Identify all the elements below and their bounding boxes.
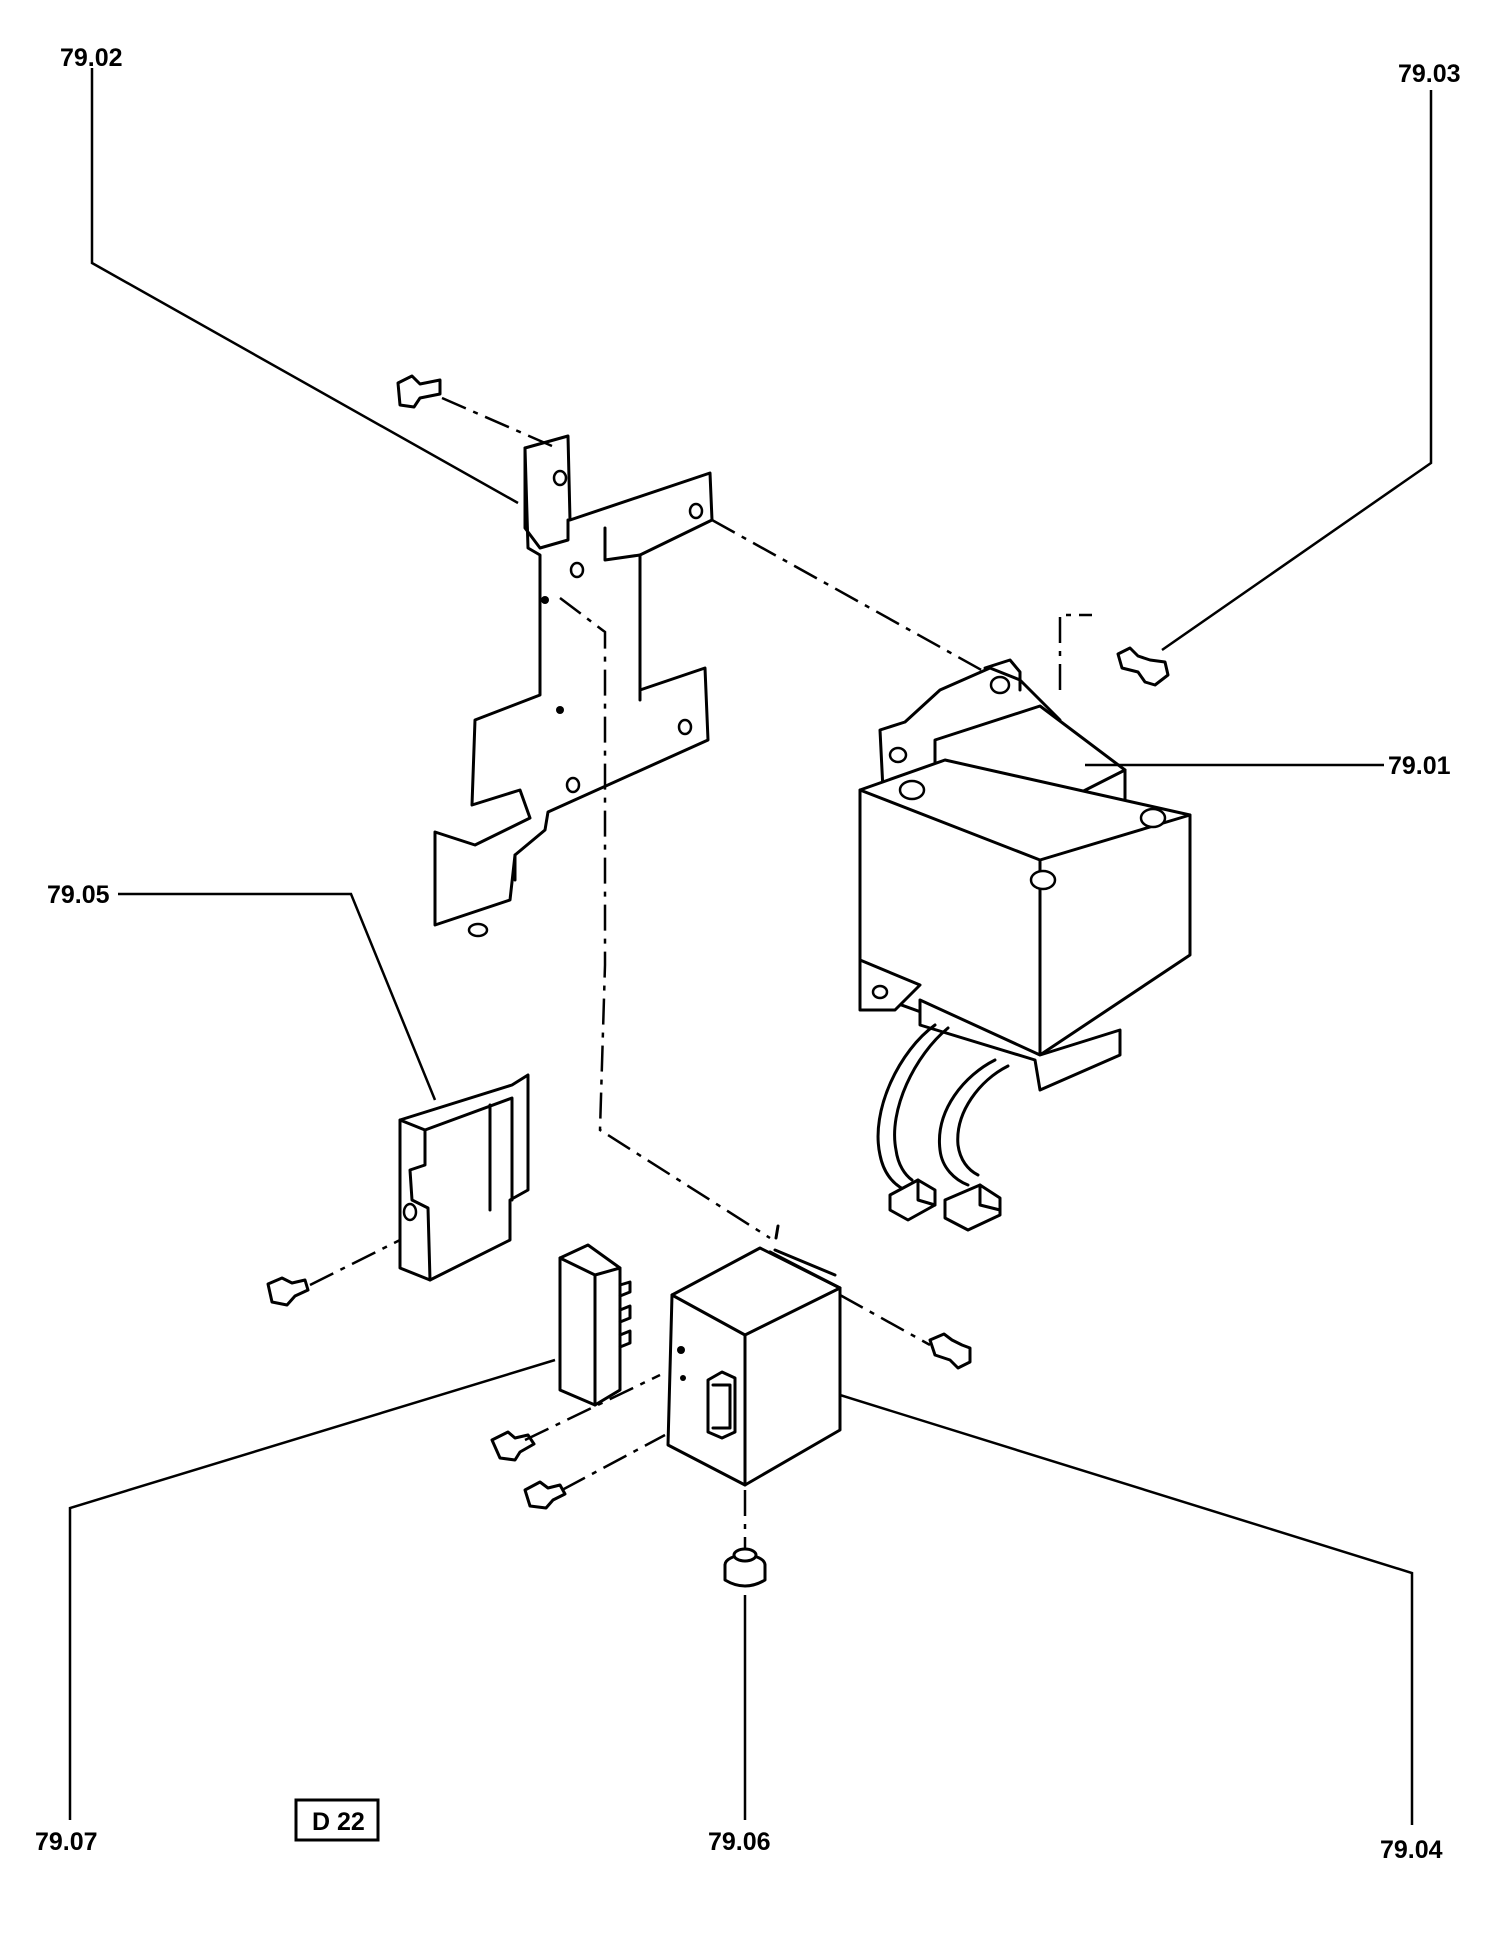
screw-79-04-left-lower	[523, 1480, 567, 1510]
assembly-lines	[309, 396, 1092, 1550]
mounting-bracket	[433, 434, 714, 938]
sheet-code-box: D 22	[294, 1798, 380, 1842]
screw-79-04-left-upper	[490, 1430, 536, 1462]
component-79-07	[558, 1243, 632, 1407]
label-79-03: 79.03	[1398, 60, 1461, 88]
leader-lines	[68, 68, 1433, 1825]
component-79-05	[398, 1073, 530, 1282]
label-79-06: 79.06	[708, 1828, 771, 1856]
label-79-01: 79.01	[1388, 752, 1451, 780]
label-79-04: 79.04	[1380, 1836, 1443, 1864]
label-79-07: 79.07	[35, 1828, 98, 1856]
transformer	[858, 658, 1192, 1232]
screw-79-05	[266, 1276, 310, 1307]
component-79-06	[723, 1547, 767, 1588]
screw-79-04-right	[928, 1332, 972, 1370]
screw-79-03	[1116, 646, 1170, 687]
label-79-05: 79.05	[47, 881, 110, 909]
label-79-02: 79.02	[60, 44, 123, 72]
sheet-code: D 22	[312, 1808, 365, 1836]
screw-bracket-top	[396, 374, 442, 409]
component-79-04	[666, 1224, 842, 1487]
